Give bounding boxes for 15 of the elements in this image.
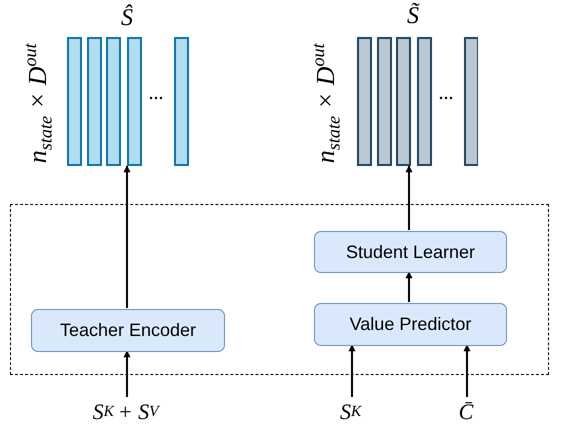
process-box: Teacher Encoder <box>31 309 225 352</box>
arrow <box>464 344 470 397</box>
dashed-group-box <box>10 204 549 375</box>
vector-stack-drawing <box>67 37 190 166</box>
arrow <box>348 344 356 397</box>
arrow <box>124 165 130 308</box>
input-symbol: C̄ <box>452 397 480 427</box>
matrix-symbol: Ŝ <box>121 6 133 30</box>
arrow <box>406 165 412 230</box>
vector-stack-drawing <box>357 37 478 166</box>
process-box: Student Learner <box>314 231 507 273</box>
matrix-symbol: S̃ <box>407 4 419 28</box>
process-box: Value Predictor <box>314 303 507 346</box>
arrow <box>124 350 130 397</box>
arrow <box>406 271 412 302</box>
